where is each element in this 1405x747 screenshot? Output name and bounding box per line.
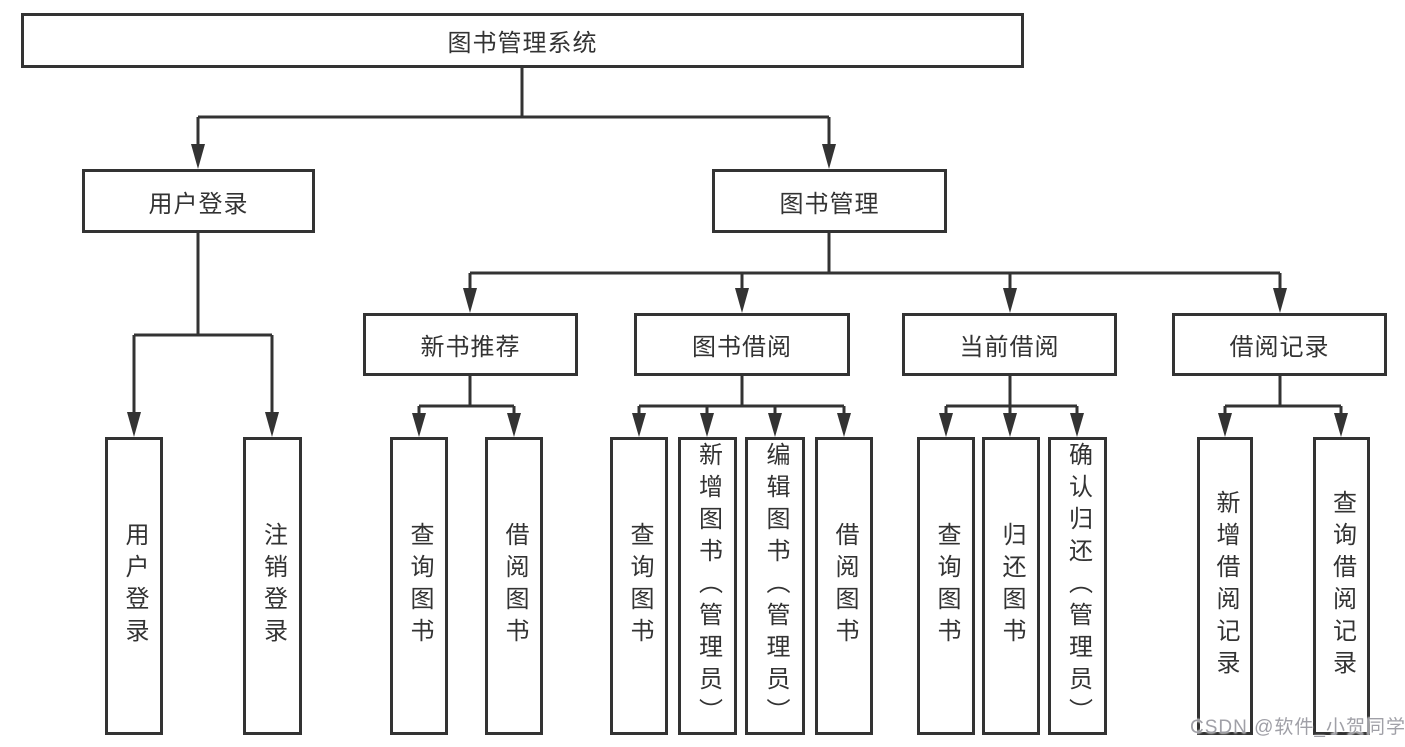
connector-current-borrowing-to-leaves [939, 376, 1084, 437]
node-label: 归还图书 [998, 522, 1025, 650]
node-label: 图书管理系统 [447, 30, 598, 57]
node-new-book-recommend: 新书推荐 [363, 313, 578, 376]
leaf-br-add-record: 新增借阅记录 [1197, 437, 1253, 735]
leaf-cb-query-books: 查询图书 [917, 437, 975, 735]
node-label: 查询借阅记录 [1328, 490, 1356, 682]
connector-new-book-recommend-to-leaves [412, 376, 521, 437]
leaf-bb-query-books: 查询图书 [610, 437, 668, 735]
leaf-logout: 注销登录 [243, 437, 302, 735]
node-current-borrowing: 当前借阅 [902, 313, 1117, 376]
node-label: 用户登录 [148, 190, 249, 218]
leaf-user-login: 用户登录 [105, 437, 163, 735]
node-borrow-records: 借阅记录 [1172, 313, 1387, 376]
node-label: 注销登录 [259, 522, 287, 650]
node-book-management: 图书管理 [712, 169, 947, 233]
connector-borrow-records-to-leaves [1218, 376, 1348, 437]
connector-user-login-to-leaves [127, 233, 279, 437]
node-label: 借阅图书 [831, 522, 858, 650]
node-root: 图书管理系统 [21, 13, 1024, 68]
leaf-bb-add-books-admin: 新增图书（管理员） [678, 437, 737, 735]
node-label: 查询图书 [933, 522, 960, 650]
node-label: 用户登录 [121, 522, 148, 650]
connector-root-to-level2 [191, 68, 836, 169]
node-book-borrowing: 图书借阅 [634, 313, 850, 376]
node-label: 新书推荐 [420, 334, 521, 361]
watermark: CSDN @软件_小贺同学 [1190, 717, 1405, 738]
leaf-rec-borrow-books: 借阅图书 [485, 437, 543, 735]
connector-book-management-to-level3 [463, 233, 1287, 313]
node-label: 编辑图书（管理员） [762, 442, 789, 730]
leaf-bb-borrow-books: 借阅图书 [815, 437, 873, 735]
leaf-bb-edit-books-admin: 编辑图书（管理员） [745, 437, 805, 735]
node-label: 确认归还（管理员） [1064, 442, 1092, 730]
node-user-login: 用户登录 [82, 169, 315, 233]
node-label: 当前借阅 [959, 334, 1060, 361]
node-label: 查询图书 [626, 522, 653, 650]
node-label: 借阅图书 [501, 522, 528, 650]
connector-book-borrowing-to-leaves [632, 376, 851, 437]
node-label: 查询图书 [406, 522, 433, 650]
leaf-rec-query-books: 查询图书 [390, 437, 448, 735]
leaf-br-query-record: 查询借阅记录 [1313, 437, 1370, 735]
node-label: 新增借阅记录 [1212, 490, 1239, 682]
leaf-cb-return-books: 归还图书 [982, 437, 1040, 735]
node-label: 图书借阅 [692, 334, 792, 361]
node-label: 图书管理 [779, 190, 880, 218]
node-label: 新增图书（管理员） [694, 442, 722, 730]
node-label: 借阅记录 [1229, 334, 1330, 361]
leaf-cb-confirm-return-admin: 确认归还（管理员） [1048, 437, 1107, 735]
